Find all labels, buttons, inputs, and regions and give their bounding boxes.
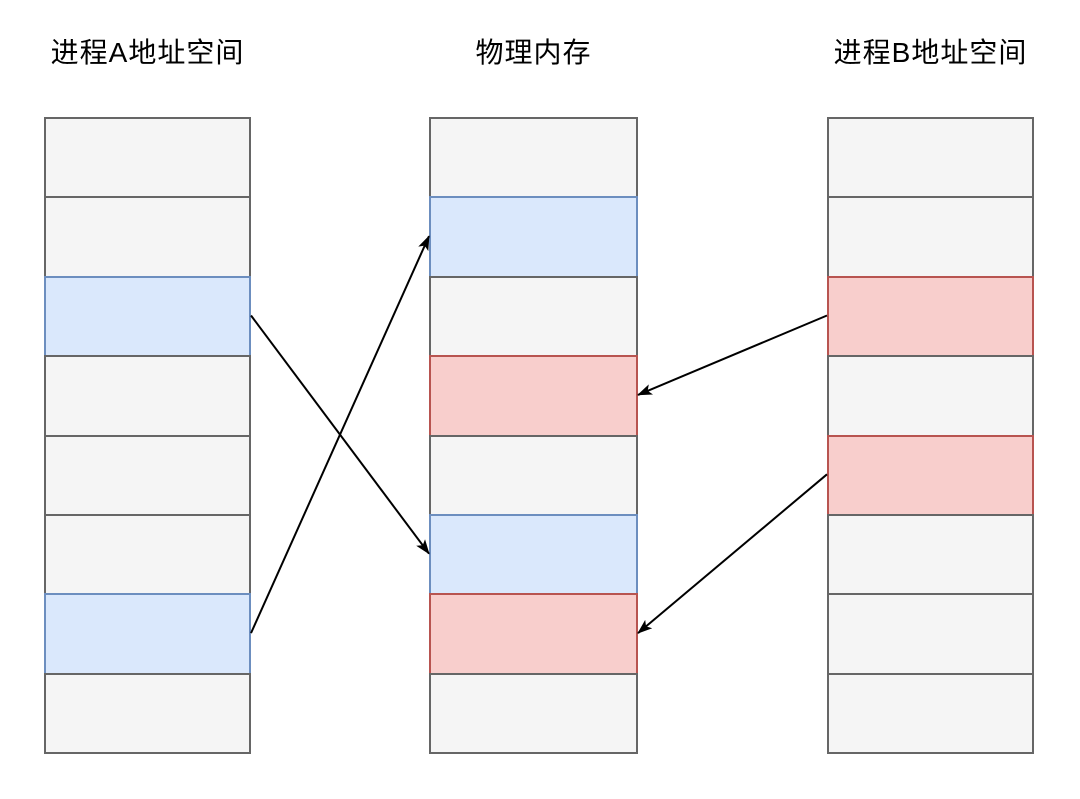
process-a-blocks xyxy=(44,117,251,757)
process-a-title: 进程A地址空间 xyxy=(50,37,245,68)
process-a-address-space-block-5 xyxy=(44,434,251,516)
column-physical-memory: 物理内存 xyxy=(429,0,638,799)
process-b-address-space-block-1 xyxy=(827,117,1034,199)
physical-memory-block-2 xyxy=(429,196,638,278)
physical-memory-block-7 xyxy=(429,593,638,675)
process-a-address-space-block-2 xyxy=(44,196,251,278)
process-a-address-space-block-4 xyxy=(44,355,251,437)
column-process-a-address-space: 进程A地址空间 xyxy=(44,0,251,799)
process-a-address-space-block-8 xyxy=(44,672,251,755)
physical-memory-block-3 xyxy=(429,275,638,358)
process-b-address-space-block-5 xyxy=(827,434,1034,516)
process-b-address-space-block-6 xyxy=(827,514,1034,596)
process-a-address-space-block-3 xyxy=(44,275,251,358)
process-b-blocks xyxy=(827,117,1034,757)
process-b-address-space-block-2 xyxy=(827,196,1034,278)
process-a-address-space-block-7 xyxy=(44,593,251,675)
process-a-address-space-block-1 xyxy=(44,117,251,199)
physical-memory-blocks xyxy=(429,117,638,757)
mapping-arrow-3 xyxy=(637,314,828,396)
mapping-arrow-4 xyxy=(637,473,828,634)
process-a-address-space-block-6 xyxy=(44,514,251,596)
mapping-arrow-1 xyxy=(250,314,430,555)
physical-memory-block-5 xyxy=(429,434,638,516)
column-process-b-address-space: 进程B地址空间 xyxy=(827,0,1034,799)
process-b-address-space-block-8 xyxy=(827,672,1034,755)
process-b-address-space-block-4 xyxy=(827,355,1034,437)
mapping-arrow-2 xyxy=(250,235,430,634)
physical-memory-block-4 xyxy=(429,355,638,437)
physical-memory-block-1 xyxy=(429,117,638,199)
physical-memory-block-8 xyxy=(429,672,638,755)
physical-memory-block-6 xyxy=(429,514,638,596)
process-b-address-space-block-7 xyxy=(827,593,1034,675)
physical-memory-title: 物理内存 xyxy=(475,37,592,68)
process-b-address-space-block-3 xyxy=(827,275,1034,358)
process-b-title: 进程B地址空间 xyxy=(833,37,1028,68)
